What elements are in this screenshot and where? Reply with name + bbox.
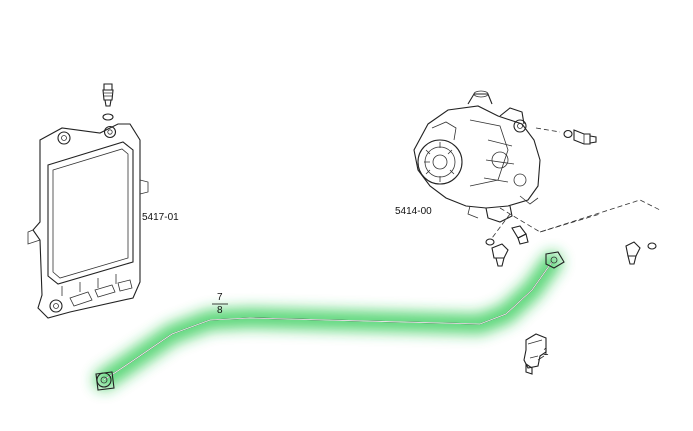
ecu-control-unit [27, 123, 149, 319]
pump-o-ring-right [647, 242, 657, 250]
leader-pump-lower [499, 199, 661, 233]
pump-bolt-small [511, 225, 529, 245]
fuel-pipe [95, 251, 565, 391]
ecu-part-number: 5417-01 [142, 212, 179, 223]
elbow-ref-number: 1 [543, 347, 549, 358]
ecu-washer [102, 113, 114, 121]
elbow-fitting [523, 333, 547, 375]
leader-pump-right [539, 213, 601, 233]
ecu-screw [102, 83, 114, 107]
leader-upper-bolt [535, 127, 561, 133]
injection-pump [413, 90, 541, 223]
pump-bolt-upper [573, 129, 597, 145]
pump-bolt-right [625, 241, 641, 265]
pump-o-ring-lower [485, 238, 495, 246]
pipe-ref-bottom: 8 [217, 305, 223, 316]
pump-bolt-lower [491, 243, 509, 267]
fuel-pipe-highlight [94, 252, 562, 390]
leader-lower-bolt [491, 213, 511, 239]
pipe-ref-top: 7 [217, 292, 223, 303]
leader-elbow [537, 355, 545, 361]
pump-part-number: 5414-00 [395, 206, 432, 217]
pump-o-ring-upper [563, 129, 573, 139]
